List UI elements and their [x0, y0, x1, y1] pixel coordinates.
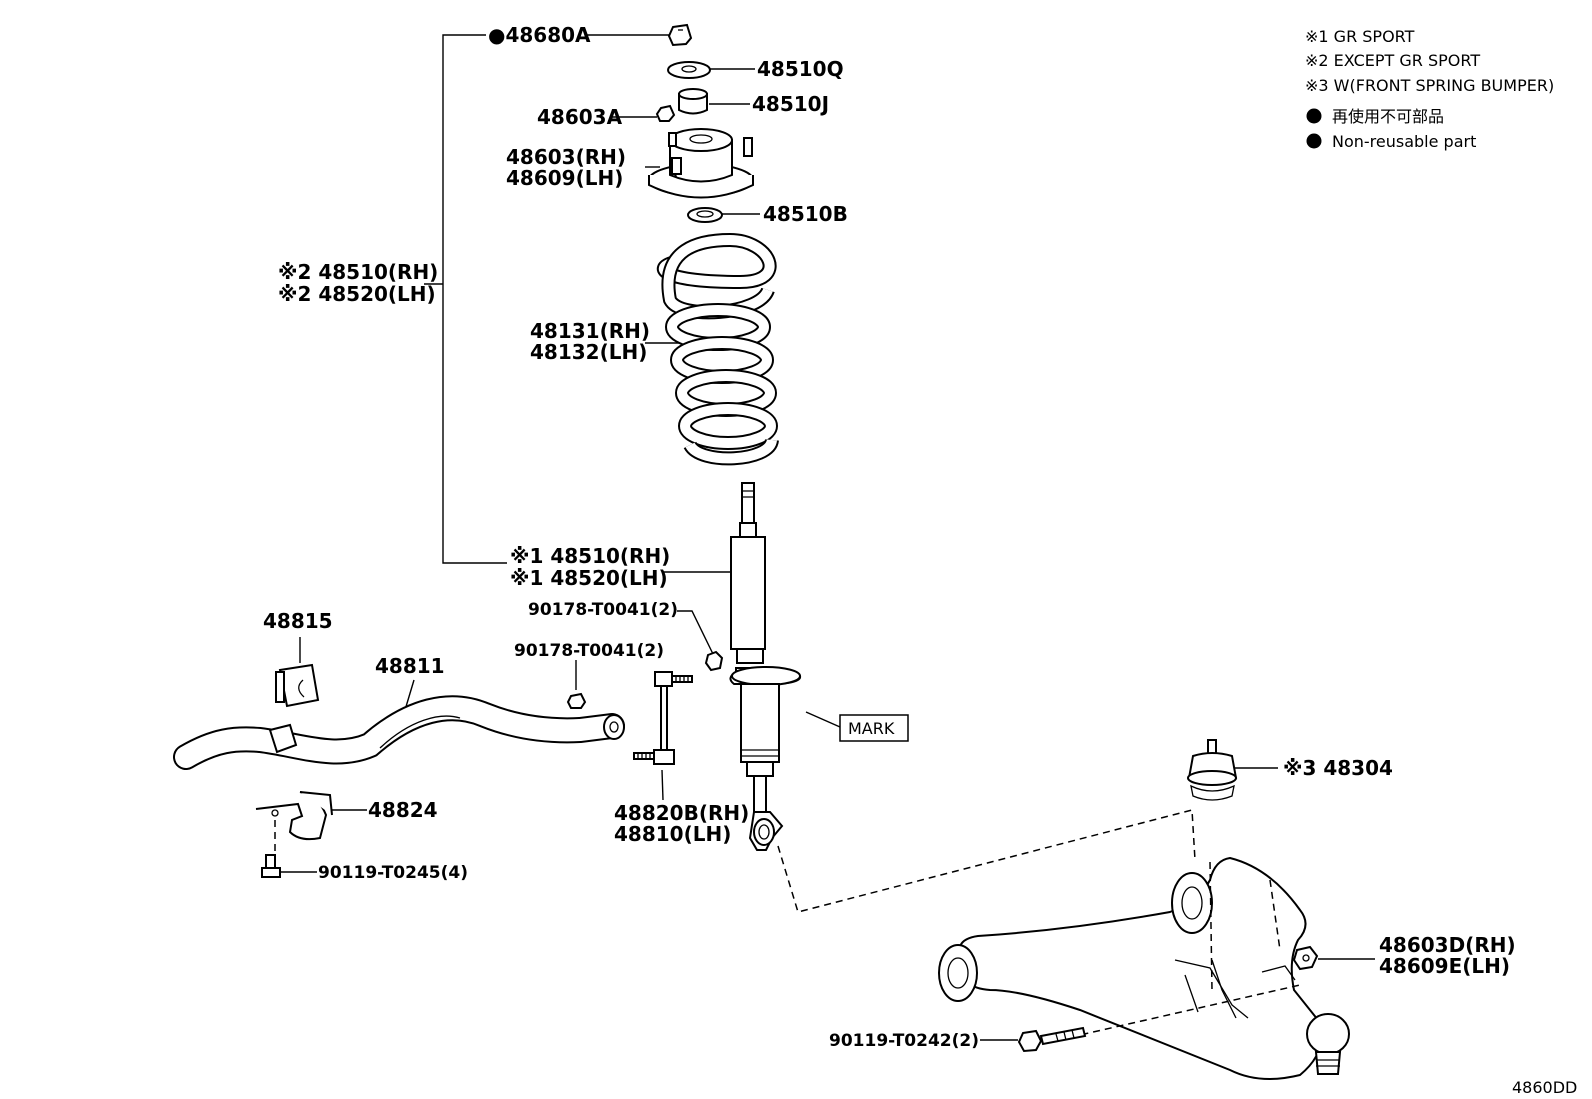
label-48603-rh: 48603(RH) — [506, 145, 626, 169]
label-48520-lh-except-gr: ※2 48520(LH) — [278, 282, 436, 306]
label-48510b: 48510B — [763, 202, 848, 226]
bracket-lines — [280, 34, 1375, 1041]
note-non-reusable-jp: 再使用不可部品 — [1332, 107, 1444, 126]
part-48510j-bushing — [678, 88, 708, 115]
label-48609-lh: 48609(LH) — [506, 166, 623, 190]
note-gr-sport: ※1 GR SPORT — [1305, 27, 1415, 46]
part-labels: ●48680A 48510Q 48603A 48510J 48603(RH) 4… — [263, 23, 1577, 1097]
part-48680a-nut — [667, 23, 693, 47]
non-reusable-dot-icon — [1306, 133, 1322, 149]
part-lower-suspension-arm — [938, 856, 1350, 1080]
note-except-gr-sport: ※2 EXCEPT GR SPORT — [1305, 51, 1480, 70]
dashed-assembly-line — [777, 809, 1196, 913]
label-48510-rh-gr: ※1 48510(RH) — [510, 544, 670, 568]
part-48131-coil-spring — [657, 233, 779, 466]
part-90178-nut-a — [704, 650, 724, 672]
part-48510b-seat — [687, 207, 723, 223]
label-48510q: 48510Q — [757, 57, 844, 81]
label-90178-t0041-a: 90178-T0041(2) — [528, 600, 678, 620]
label-90119-t0242: 90119-T0242(2) — [829, 1031, 979, 1051]
label-48510j: 48510J — [752, 92, 829, 116]
diagram-code: 4860DD — [1512, 1078, 1577, 1097]
part-48304-spring-bumper — [1187, 739, 1238, 801]
label-48304: ※3 48304 — [1283, 756, 1393, 780]
part-48510-shock-absorber — [729, 482, 802, 851]
part-48510q-washer — [667, 61, 711, 79]
part-90119-t0242-bolt — [1017, 1026, 1087, 1053]
label-48520-lh-gr: ※1 48520(LH) — [510, 566, 668, 590]
part-48815-bushing — [275, 663, 320, 708]
label-48680a: ●48680A — [488, 23, 591, 47]
mark-label: MARK — [848, 719, 895, 738]
part-48824-bracket — [255, 791, 333, 852]
label-48811: 48811 — [375, 654, 445, 678]
label-48824: 48824 — [368, 798, 438, 822]
non-reusable-dot-icon — [1306, 108, 1322, 124]
part-48603-upper-mount — [648, 128, 754, 199]
note-front-spring-bumper: ※3 W(FRONT SPRING BUMPER) — [1305, 76, 1554, 95]
part-48811-stabilizer-bar — [173, 695, 625, 770]
label-48810-lh: 48810(LH) — [614, 822, 731, 846]
label-48510-rh-except-gr: ※2 48510(RH) — [278, 260, 438, 284]
part-90119-t0245-bolt — [261, 854, 281, 878]
part-90178-nut-b — [566, 692, 587, 709]
legend-notes: ※1 GR SPORT ※2 EXCEPT GR SPORT ※3 W(FRON… — [1305, 27, 1554, 151]
part-48820b-stabilizer-link — [633, 671, 693, 765]
label-48603d-rh: 48603D(RH) — [1379, 933, 1516, 957]
label-90119-t0245: 90119-T0245(4) — [318, 863, 468, 883]
label-48815: 48815 — [263, 609, 333, 633]
label-48132-lh: 48132(LH) — [530, 340, 647, 364]
label-90178-t0041-b: 90178-T0041(2) — [514, 641, 664, 661]
part-48603a-nut — [655, 104, 676, 122]
label-48603a: 48603A — [537, 105, 623, 129]
label-48820b-rh: 48820B(RH) — [614, 801, 749, 825]
mark-callout: MARK — [839, 714, 909, 742]
part-48603d-nut — [1292, 945, 1319, 971]
label-48609e-lh: 48609E(LH) — [1379, 954, 1510, 978]
label-48131-rh: 48131(RH) — [530, 319, 650, 343]
note-non-reusable-en: Non-reusable part — [1332, 132, 1476, 151]
